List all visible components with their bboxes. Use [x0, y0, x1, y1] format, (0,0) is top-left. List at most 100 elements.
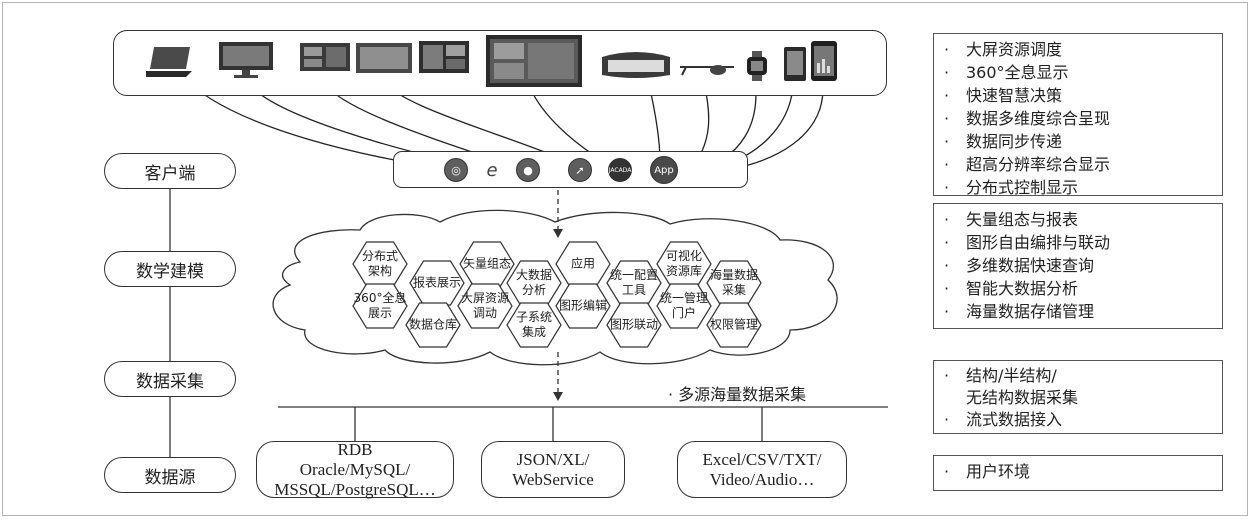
- layer-modeling: 数学建模: [104, 251, 236, 287]
- side-item: ·图形自由编排与联动: [944, 231, 1216, 254]
- hex-label: 分布式 架构: [361, 249, 399, 278]
- dashboard-screen-icon: [419, 41, 469, 77]
- bullet: ·: [944, 233, 950, 252]
- side-item-text: 智能大数据分析: [966, 279, 1079, 298]
- side-item-text: 大屏资源调度: [966, 40, 1063, 59]
- side-item-text: 360°全息显示: [966, 63, 1069, 82]
- hex-label: 海量数据 采集: [709, 268, 759, 297]
- side-panel-modeling: ·矢量组态与报表·图形自由编排与联动·多维数据快速查询·智能大数据分析·海量数据…: [933, 203, 1223, 329]
- hex-label: 图形编辑: [558, 298, 608, 313]
- firefox-icon[interactable]: ●: [516, 158, 540, 182]
- side-item: · 多维数据快速查询: [944, 254, 1216, 277]
- bullet: ·: [944, 462, 950, 481]
- hex-cell: [457, 283, 513, 329]
- hex-cell: [405, 302, 461, 348]
- bullet: ·: [944, 86, 950, 105]
- side-item-text: 超高分辨率综合显示: [966, 155, 1111, 174]
- app-icon[interactable]: App: [650, 156, 678, 184]
- side-item-text: 结构/半结构/ 无结构数据采集: [966, 366, 1079, 407]
- chrome-icon[interactable]: ◎: [444, 158, 468, 182]
- bullet: ·: [944, 279, 950, 298]
- side-item-text: 数据同步传递: [966, 132, 1063, 151]
- side-item: · 结构/半结构/ 无结构数据采集: [944, 365, 1216, 409]
- source-line: Video/Audio…: [709, 469, 815, 489]
- phone-icon: [811, 41, 837, 85]
- hex-cell: [706, 302, 762, 348]
- hex-cell: [352, 283, 408, 329]
- side-item-text: 快速智慧决策: [966, 86, 1063, 105]
- bullet: ·: [944, 178, 950, 197]
- bullet: ·: [944, 410, 950, 429]
- side-item-text: 数据多维度综合呈现: [966, 109, 1111, 128]
- arrow-head-1: [553, 229, 563, 238]
- hex-label: 360°全息 展示: [353, 291, 407, 320]
- hex-label: 矢量组态: [462, 256, 512, 271]
- hex-cell: [506, 302, 562, 348]
- dashboard-screen-icon: [300, 43, 350, 75]
- layer-collection: 数据采集: [104, 361, 236, 397]
- side-item: · 流式数据接入: [944, 409, 1216, 431]
- arrow-head-2: [553, 392, 563, 401]
- hex-label: 统一配置 工具: [609, 268, 659, 297]
- side-item: · 360°全息显示: [944, 61, 1216, 84]
- hex-label: 统一管理 门户: [659, 291, 709, 320]
- ie-icon[interactable]: e: [480, 158, 504, 182]
- bullet: ·: [944, 256, 950, 275]
- smartwatch-icon: [746, 51, 768, 85]
- source-json: JSON/XL/ WebService: [481, 441, 625, 498]
- source-rdb: RDB Oracle/MySQL/ MSSQL/PostgreSQL…: [256, 439, 454, 499]
- side-panel-client: ·大屏资源调度·360°全息显示·快速智慧决策·数据多维度综合呈现·数据同步传递…: [933, 33, 1223, 199]
- vr-headset-icon: [600, 51, 672, 85]
- side-item: ·大屏资源调度: [944, 38, 1216, 61]
- side-item: ·用户环境: [944, 460, 1216, 483]
- side-item: ·超高分辨率综合显示: [944, 153, 1216, 176]
- tablet-icon: [784, 47, 806, 85]
- hex-cell: [606, 302, 662, 348]
- bullet: ·: [944, 132, 950, 151]
- side-item: · 智能大数据分析: [944, 277, 1216, 300]
- bullet: ·: [944, 109, 950, 128]
- device-strip: [113, 30, 887, 96]
- side-item: · 数据同步传递: [944, 130, 1216, 153]
- multi-source-label: · 多源海量数据采集: [668, 385, 807, 404]
- hex-grid: [352, 241, 762, 348]
- safari-icon[interactable]: ➚: [568, 158, 592, 182]
- monitor-icon: [218, 41, 274, 83]
- source-line: JSON/XL/: [516, 449, 590, 469]
- source-line: MSSQL/PostgreSQL…: [274, 479, 436, 499]
- bullet: ·: [944, 366, 950, 385]
- side-item: · 数据多维度综合呈现: [944, 107, 1216, 130]
- jacada-icon[interactable]: JACADA: [608, 158, 632, 182]
- hex-label: 数据仓库: [408, 317, 458, 332]
- client-app-bar: ◎ e ● ➚ JACADA App: [393, 151, 748, 188]
- side-item: ·分布式控制显示: [944, 176, 1216, 199]
- side-item-text: 多维数据快速查询: [966, 256, 1095, 275]
- bullet: ·: [944, 63, 950, 82]
- source-line: Oracle/MySQL/: [299, 459, 411, 479]
- hex-label: 图形联动: [609, 317, 659, 332]
- side-item: · 快速智慧决策: [944, 84, 1216, 107]
- large-screen-icon: [486, 35, 582, 91]
- hex-cell: [555, 283, 611, 329]
- hex-label: 可视化 资源库: [665, 249, 703, 278]
- source-line: RDB: [337, 439, 373, 459]
- bullet: ·: [944, 302, 950, 321]
- source-files: Excel/CSV/TXT/ Video/Audio…: [677, 441, 847, 498]
- side-item: · 矢量组态与报表: [944, 208, 1216, 231]
- hex-cell: [656, 283, 712, 329]
- hex-label: 子系统 集成: [515, 310, 553, 339]
- side-item-text: 海量数据存储管理: [966, 302, 1095, 321]
- side-panel-collection: · 结构/半结构/ 无结构数据采集 · 流式数据接入: [933, 360, 1223, 434]
- hex-label: 大屏资源 调动: [460, 291, 510, 320]
- layer-client: 客户端: [104, 153, 236, 189]
- source-line: Excel/CSV/TXT/: [702, 449, 822, 469]
- bullet: ·: [944, 210, 950, 229]
- hex-label: 应用: [570, 256, 596, 271]
- side-item-text: 流式数据接入: [966, 410, 1063, 429]
- side-item: · 海量数据存储管理: [944, 300, 1216, 323]
- side-item-text: 矢量组态与报表: [966, 210, 1079, 229]
- laptop-icon: [146, 45, 194, 83]
